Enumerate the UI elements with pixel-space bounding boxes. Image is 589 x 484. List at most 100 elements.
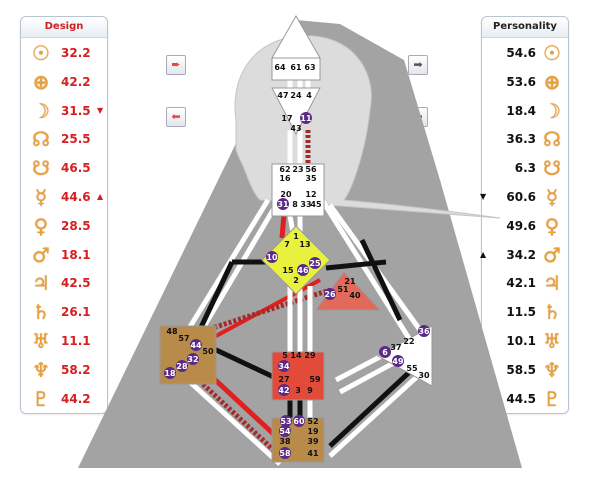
gate-35: 35 (305, 174, 317, 183)
personality-value: 44.5 (506, 391, 536, 406)
gate-1: 1 (293, 232, 299, 241)
pluto-icon: ♇ (32, 386, 50, 411)
personality-value: 6.3 (514, 161, 536, 176)
gate-27: 27 (278, 375, 289, 384)
solar-plexus-center (376, 325, 433, 387)
gate-61: 61 (290, 63, 302, 72)
sacral-center (271, 351, 325, 401)
design-row: ☉ 32.2 (21, 39, 107, 67)
gate-19: 19 (307, 427, 319, 436)
gate-34: 34 (278, 362, 290, 371)
gate-64: 64 (274, 63, 286, 72)
gate-26: 26 (324, 290, 336, 299)
south-node-icon: ☋ (543, 156, 561, 181)
gate-10: 10 (266, 253, 278, 262)
gate-20: 20 (280, 190, 292, 199)
gate-47: 47 (277, 91, 288, 100)
g-center (261, 225, 331, 295)
personality-row: ⊕ 53.6 (482, 68, 568, 96)
gate-49: 49 (392, 357, 404, 366)
personality-row: ☉54.6 (482, 39, 568, 67)
personality-value: 18.4 (506, 103, 536, 118)
personality-value: 10.1 (506, 334, 536, 348)
personality-row: ♂34.2▲ (480, 241, 568, 269)
design-row: ☽31.5▼ (21, 97, 107, 125)
uranus-icon: ♅ (32, 329, 50, 353)
design-row: ♇44.2 (21, 385, 107, 413)
gate-12: 12 (305, 190, 316, 199)
personality-value: 11.5 (506, 305, 536, 320)
design-value: 32.2 (61, 46, 91, 60)
gate-2: 2 (293, 276, 299, 285)
gate-4: 4 (306, 91, 312, 100)
gate-62: 62 (279, 165, 290, 174)
design-value: 44.6 (61, 190, 91, 204)
gate-16: 16 (279, 174, 291, 183)
personality-value: 36.3 (506, 132, 536, 147)
neptune-icon: ♆ (32, 357, 50, 382)
gate-24: 24 (290, 91, 302, 100)
design-row: ☋46.5 (21, 154, 107, 182)
personality-next-button[interactable]: ➡ (408, 55, 428, 75)
gate-18: 18 (164, 369, 176, 378)
gate-21: 21 (344, 277, 356, 286)
gate-50: 50 (202, 347, 214, 356)
design-row: ♅ 11.1 (21, 327, 107, 355)
gate-13: 13 (299, 240, 310, 249)
personality-row: ☊ 36.3 (482, 125, 568, 153)
gate-41: 41 (307, 449, 319, 458)
gate-29: 29 (304, 351, 316, 360)
gate-25: 25 (309, 259, 321, 268)
gate-31: 31 (277, 200, 289, 209)
design-row: ♄ 26.1 (21, 298, 107, 326)
gate-39: 39 (307, 437, 319, 446)
detriment-marker: ▼ (97, 105, 104, 115)
design-row: ♀28.5 (21, 212, 107, 240)
design-prev-button[interactable]: ⬅ (166, 107, 186, 127)
personality-title: Personality (482, 17, 568, 38)
gate-36: 36 (418, 327, 430, 336)
design-value: 18.1 (61, 247, 91, 262)
gate-48: 48 (166, 327, 178, 336)
pluto-icon: ♇ (543, 386, 561, 411)
gate-15: 15 (282, 266, 294, 275)
gate-63: 63 (304, 63, 315, 72)
design-row: ☊25.5 (21, 125, 107, 153)
saturn-icon: ♄ (543, 300, 561, 325)
personality-value: 58.5 (506, 362, 536, 377)
neptune-icon: ♆ (543, 357, 561, 382)
gate-44: 44 (190, 341, 202, 350)
gate-7: 7 (284, 240, 290, 249)
gate-30: 30 (418, 371, 430, 380)
gate-5: 5 (282, 351, 288, 360)
jupiter-icon: ♃ (543, 271, 561, 296)
personality-value: 53.6 (506, 74, 536, 89)
earth-icon: ⊕ (543, 69, 561, 94)
uranus-icon: ♅ (543, 329, 561, 353)
exalted-marker: ▲ (97, 192, 104, 201)
detriment-marker: ▼ (480, 192, 487, 201)
design-value: 11.1 (61, 334, 91, 348)
ajna-center (271, 87, 321, 136)
jupiter-icon: ♃ (32, 271, 50, 296)
gate-8: 8 (292, 200, 298, 209)
saturn-icon: ♄ (32, 300, 50, 325)
venus-icon: ♀ (33, 213, 49, 238)
personality-value: 54.6 (506, 46, 536, 60)
design-value: 58.2 (61, 362, 91, 377)
gate-32: 32 (187, 355, 198, 364)
personality-value: 42.1 (506, 276, 536, 291)
gate-55: 55 (406, 364, 418, 373)
north-node-icon: ☊ (543, 127, 561, 152)
sun-icon: ☉ (32, 41, 50, 65)
design-next-button[interactable]: ➨ (166, 55, 186, 75)
earth-icon: ⊕ (32, 69, 50, 94)
design-value: 31.5 (61, 103, 91, 118)
design-row: ⊕42.2 (21, 68, 107, 96)
gate-23: 23 (292, 165, 303, 174)
design-value: 26.1 (61, 305, 91, 320)
gate-9: 9 (307, 386, 313, 395)
north-node-icon: ☊ (32, 127, 50, 152)
mars-icon: ♂ (32, 242, 50, 267)
design-row: ♃42.5 (21, 269, 107, 297)
